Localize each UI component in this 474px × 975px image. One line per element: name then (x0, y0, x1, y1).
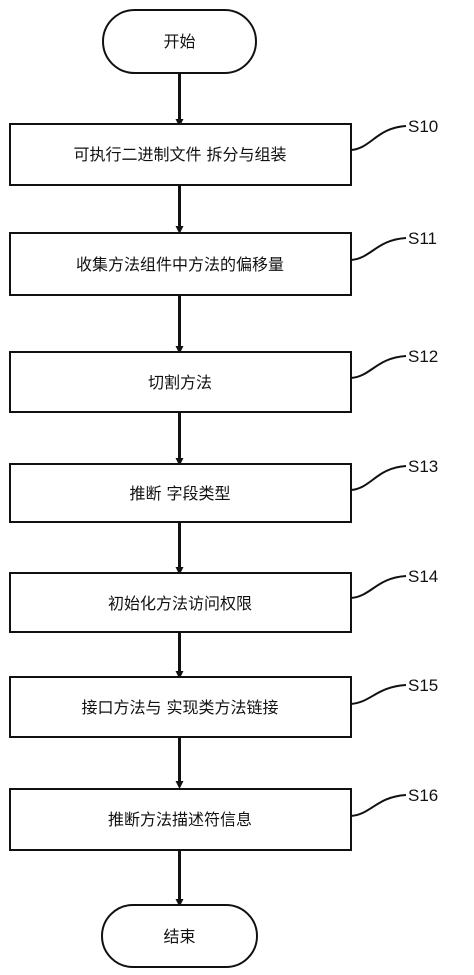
leader-s13 (350, 465, 407, 491)
leader-s11 (350, 237, 407, 261)
step-s12-label: 切割方法 (148, 373, 212, 392)
leader-s14 (350, 575, 407, 599)
step-s15-label: 接口方法与 实现类方法链接 (81, 698, 278, 717)
step-s10-label: 可执行二进制文件 拆分与组装 (73, 145, 286, 164)
step-s10: 可执行二进制文件 拆分与组装 S10 (9, 117, 438, 186)
step-s13-id: S13 (408, 457, 438, 476)
step-s11: 收集方法组件中方法的偏移量 S11 (9, 229, 437, 296)
start-label: 开始 (163, 32, 195, 51)
end-label: 结束 (163, 927, 195, 946)
step-s11-label: 收集方法组件中方法的偏移量 (76, 255, 284, 274)
end-node: 结束 (101, 904, 258, 968)
step-s16-label: 推断方法描述符信息 (108, 810, 252, 829)
leader-s12 (350, 355, 407, 379)
step-s13-label: 推断 字段类型 (129, 484, 230, 503)
step-s12-id: S12 (408, 347, 438, 366)
leader-s15 (350, 684, 407, 705)
step-s11-id: S11 (408, 229, 437, 248)
step-s15: 接口方法与 实现类方法链接 S15 (9, 676, 438, 738)
start-node: 开始 (102, 9, 257, 74)
step-s15-id: S15 (408, 676, 438, 695)
step-s10-id: S10 (408, 117, 438, 136)
step-s14-label: 初始化方法访问权限 (108, 594, 252, 613)
leader-s10 (350, 125, 407, 151)
step-s13: 推断 字段类型 S13 (9, 457, 438, 523)
step-s12: 切割方法 S12 (9, 347, 438, 413)
step-s16: 推断方法描述符信息 S16 (9, 786, 438, 851)
step-s16-id: S16 (408, 786, 438, 805)
leader-s16 (350, 794, 407, 817)
step-s14-id: S14 (408, 567, 438, 586)
step-s14: 初始化方法访问权限 S14 (9, 567, 438, 633)
